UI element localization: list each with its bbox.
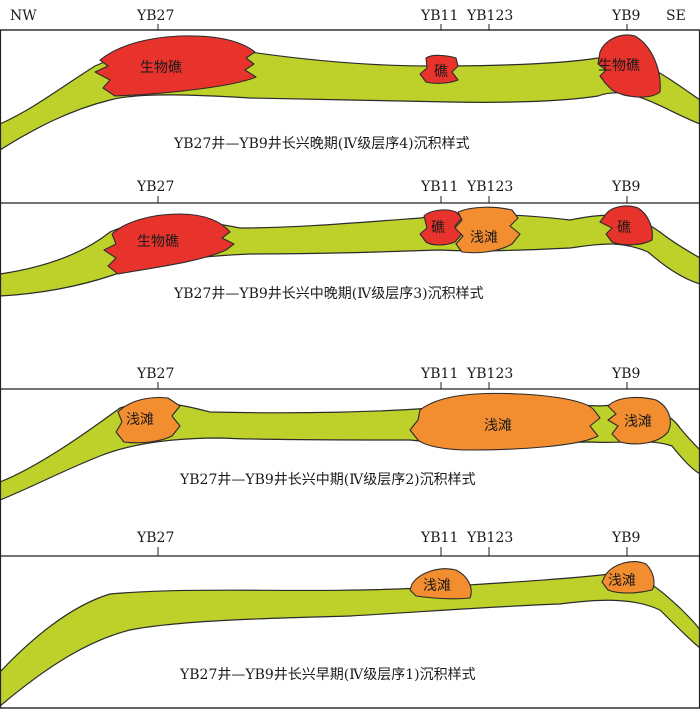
well-label-yb9: YB9: [611, 179, 640, 195]
reef-body: [419, 209, 463, 246]
panel-title: YB27井—YB9井长兴晚期(Ⅳ级层序4)沉积样式: [173, 136, 470, 152]
panel-title: YB27井—YB9井长兴中晚期(Ⅳ级层序3)沉积样式: [173, 286, 484, 302]
reef-label: 生物礁: [598, 58, 640, 74]
shoal-body: [409, 568, 472, 600]
well-label-yb11: YB11: [420, 179, 458, 195]
shoal-label: 浅滩: [608, 573, 636, 589]
well-label-yb11: YB11: [420, 530, 458, 546]
se-label: SE: [666, 8, 686, 24]
well-label-yb11: YB11: [420, 366, 458, 382]
shoal-label: 浅滩: [470, 230, 498, 246]
reef-label: 生物礁: [140, 60, 182, 76]
strata-band: [0, 213, 700, 297]
nw-label: NW: [10, 8, 37, 24]
reef-label: 生物礁: [137, 234, 179, 250]
well-label-yb9: YB9: [611, 8, 640, 24]
reef-body: [103, 213, 235, 275]
shoal-body: [409, 392, 601, 451]
well-label-yb123: YB123: [466, 8, 513, 24]
shoal-body: [115, 396, 181, 444]
reef-label: 礁: [617, 220, 631, 236]
well-label-yb27: YB27: [136, 366, 174, 382]
reef-label: 礁: [434, 64, 448, 80]
well-label-yb27: YB27: [136, 179, 174, 195]
reef-body: [419, 54, 459, 84]
panel-sequence-4-early: YB27 YB11 YB123 YB9 浅滩 浅滩 YB27井—YB9井长兴早期…: [0, 530, 700, 707]
well-label-yb123: YB123: [466, 530, 513, 546]
panel-sequence-2: YB27 YB11 YB123 YB9 浅滩 浅滩 浅滩 YB27井—YB9井长…: [0, 366, 700, 501]
shoal-label: 浅滩: [423, 578, 451, 594]
well-label-yb27: YB27: [136, 8, 174, 24]
well-label-yb9: YB9: [611, 366, 640, 382]
panel-sequence-3: YB27 YB11 YB123 YB9 生物礁 礁 浅滩 礁 YB27井—YB9…: [0, 179, 700, 302]
reef-body: [94, 35, 257, 97]
reef-body: [597, 34, 661, 98]
reef-label: 礁: [431, 220, 445, 236]
shoal-label: 浅滩: [126, 412, 154, 428]
shoal-label: 浅滩: [624, 414, 652, 430]
strata-band: [0, 572, 700, 707]
panel-title: YB27井—YB9井长兴中期(Ⅳ级层序2)沉积样式: [179, 472, 476, 488]
shoal-label: 浅滩: [484, 418, 512, 434]
shoal-body: [601, 561, 655, 594]
shoal-body: [454, 206, 521, 254]
panel-title: YB27井—YB9井长兴早期(Ⅳ级层序1)沉积样式: [179, 667, 476, 683]
well-label-yb11: YB11: [420, 8, 458, 24]
well-label-yb27: YB27: [136, 530, 174, 546]
well-label-yb123: YB123: [466, 366, 513, 382]
well-label-yb9: YB9: [611, 530, 640, 546]
shoal-body: [607, 396, 671, 445]
well-label-yb123: YB123: [466, 179, 513, 195]
reef-body: [599, 205, 653, 246]
